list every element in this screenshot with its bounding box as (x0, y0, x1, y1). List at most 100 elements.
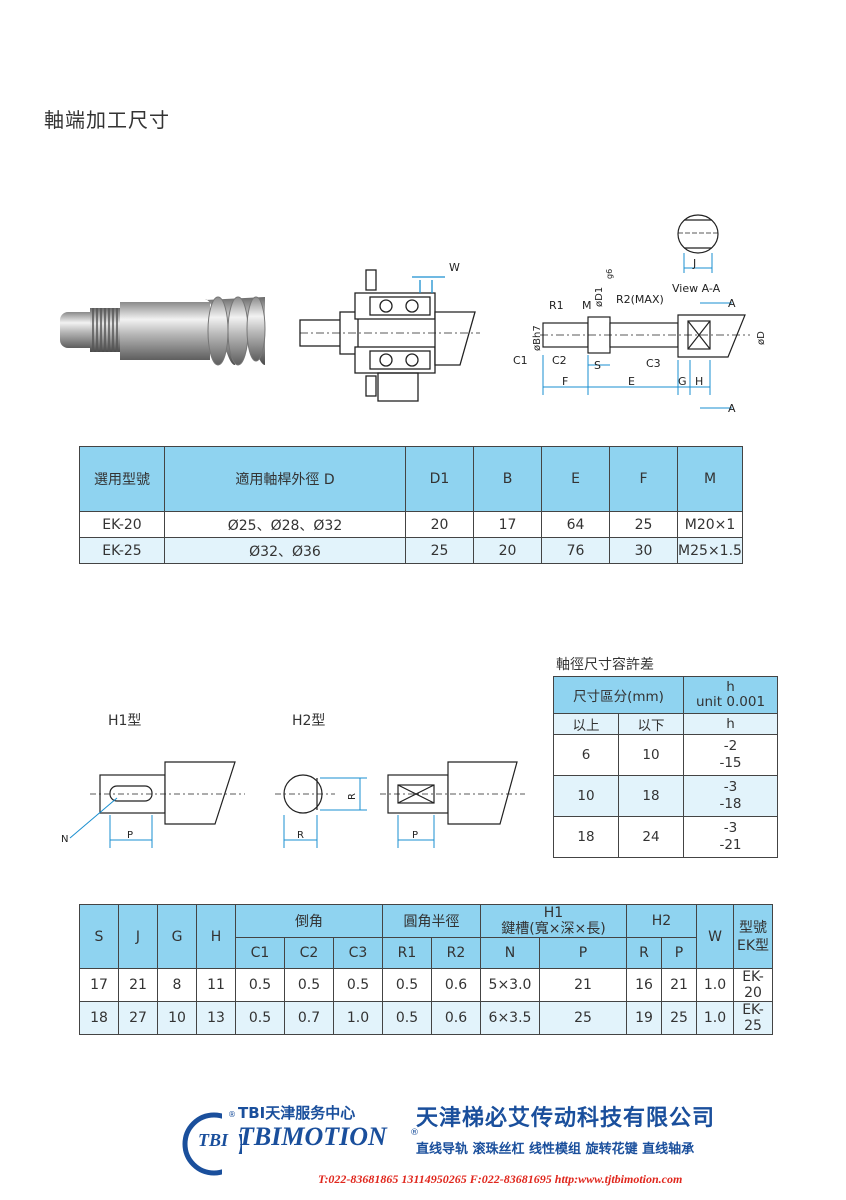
cell: 18 (618, 775, 684, 817)
cell: 1.0 (333, 1001, 383, 1035)
cell: 25 (405, 537, 474, 564)
col-g: G (157, 904, 197, 969)
dim-r2max: R2(MAX) (616, 293, 664, 306)
product-line: 直线导轨 滚珠丝杠 线性模组 旋转花键 直线轴承 (416, 1142, 695, 1157)
table-row: 18 27 10 13 0.5 0.7 1.0 0.5 0.6 6×3.5 25… (79, 1001, 773, 1035)
footer-company-block: 天津梯必艾传动科技有限公司 直线导轨 滚珠丝杠 线性模组 旋转花键 直线轴承 (416, 1100, 841, 1157)
dim-s: S (594, 359, 601, 372)
cell: 0.5 (235, 1001, 285, 1035)
registered-mark-small: ® (228, 1110, 236, 1119)
cell: 20 (473, 537, 542, 564)
cell: 0.6 (431, 968, 481, 1002)
section-a-bottom: A (728, 402, 736, 415)
cell: 20 (405, 511, 474, 538)
dim-g6: g6 (605, 269, 614, 279)
dim-p-h2: P (412, 830, 418, 841)
screw-shaft-photo (60, 296, 266, 366)
tbi-logo-icon (182, 1108, 242, 1178)
dim-c2: C2 (552, 354, 567, 367)
dim-d: øD (756, 331, 767, 345)
tolerance-title: 軸徑尺寸容許差 (556, 657, 654, 673)
col-size-range: 尺寸區分(mm) (553, 676, 684, 714)
bearing-assembly-drawing (299, 269, 480, 402)
cell: EK-25 (733, 1001, 773, 1035)
cell: 6 (553, 734, 619, 776)
service-center: TBI天津服务中心 (238, 1104, 356, 1122)
cell: 0.7 (284, 1001, 334, 1035)
cell: 5×3.0 (480, 968, 540, 1002)
table-row: 18 24 -3-21 (553, 816, 778, 858)
col-w: W (696, 904, 734, 969)
col-model: 選用型號 (79, 446, 165, 512)
col-c2: C2 (284, 937, 334, 969)
cell: 21 (118, 968, 158, 1002)
cell: EK-25 (79, 537, 165, 564)
spec-table-1: 選用型號 適用軸桿外徑 D D1 B E F M EK-20 Ø25、Ø28、Ø… (79, 446, 743, 564)
col-e: E (541, 446, 610, 512)
cell: Ø25、Ø28、Ø32 (164, 511, 406, 538)
h-label: h (726, 679, 735, 695)
section-a-top: A (728, 297, 736, 310)
dim-r-h2: R (297, 830, 304, 841)
table-row: EK-20 Ø25、Ø28、Ø32 20 17 64 25 M20×1 (79, 511, 743, 538)
registered-mark: ® (410, 1128, 419, 1138)
cell: 13 (196, 1001, 236, 1035)
col-shaft-d: 適用軸桿外徑 D (164, 446, 406, 512)
dim-h: H (695, 375, 703, 388)
dim-n: N (61, 834, 68, 845)
col-n: N (480, 937, 540, 969)
cell: -3-21 (683, 816, 778, 858)
cell: Ø32、Ø36 (164, 537, 406, 564)
cell: EK-20 (79, 511, 165, 538)
dim-f: F (562, 375, 568, 388)
cell: 16 (626, 968, 662, 1002)
col-h-unit: h unit 0.001 (683, 676, 778, 714)
cell: 25 (539, 1001, 627, 1035)
cell: 25 (661, 1001, 697, 1035)
cell: 10 (553, 775, 619, 817)
h1-caption: H1型 (108, 713, 142, 729)
cell: 0.5 (382, 1001, 432, 1035)
cell: 18 (79, 1001, 119, 1035)
keyway-diagrams: N P R P R (61, 761, 525, 848)
cell: EK-20 (733, 968, 773, 1002)
table-row: 6 10 -2-15 (553, 734, 778, 776)
cell: 0.5 (235, 968, 285, 1002)
col-c3: C3 (333, 937, 383, 969)
col-p: P (539, 937, 627, 969)
col-m: M (677, 446, 743, 512)
col-s: S (79, 904, 119, 969)
dim-g: G (678, 375, 687, 388)
shaft-end-drawing (540, 214, 750, 358)
col-radius: 圓角半徑 (382, 904, 481, 938)
col-f: F (609, 446, 678, 512)
cell: 8 (157, 968, 197, 1002)
cell: 27 (118, 1001, 158, 1035)
cell: 21 (539, 968, 627, 1002)
cell: 10 (618, 734, 684, 776)
cell: 17 (473, 511, 542, 538)
col-h: H (196, 904, 236, 969)
col-above: 以上 (553, 713, 619, 735)
tolerance-table: 尺寸區分(mm) h unit 0.001 以上 以下 h 6 10 -2-15… (553, 676, 778, 858)
col-h2: H2 (626, 904, 697, 938)
cell: 0.5 (382, 968, 432, 1002)
dim-d1: øD1 (594, 287, 605, 307)
dim-r-vertical: R (347, 793, 358, 800)
cell: 0.5 (333, 968, 383, 1002)
cell: 10 (157, 1001, 197, 1035)
col-r1: R1 (382, 937, 432, 969)
cell: 18 (553, 816, 619, 858)
cell: 21 (661, 968, 697, 1002)
cell: 17 (79, 968, 119, 1002)
dim-m: M (582, 299, 592, 312)
col-below: 以下 (618, 713, 684, 735)
cell: M25×1.5 (677, 537, 743, 564)
dim-bh7: øBh7 (532, 325, 543, 351)
cell: 76 (541, 537, 610, 564)
col-b: B (473, 446, 542, 512)
cell: M20×1 (677, 511, 743, 538)
cell: 25 (609, 511, 678, 538)
